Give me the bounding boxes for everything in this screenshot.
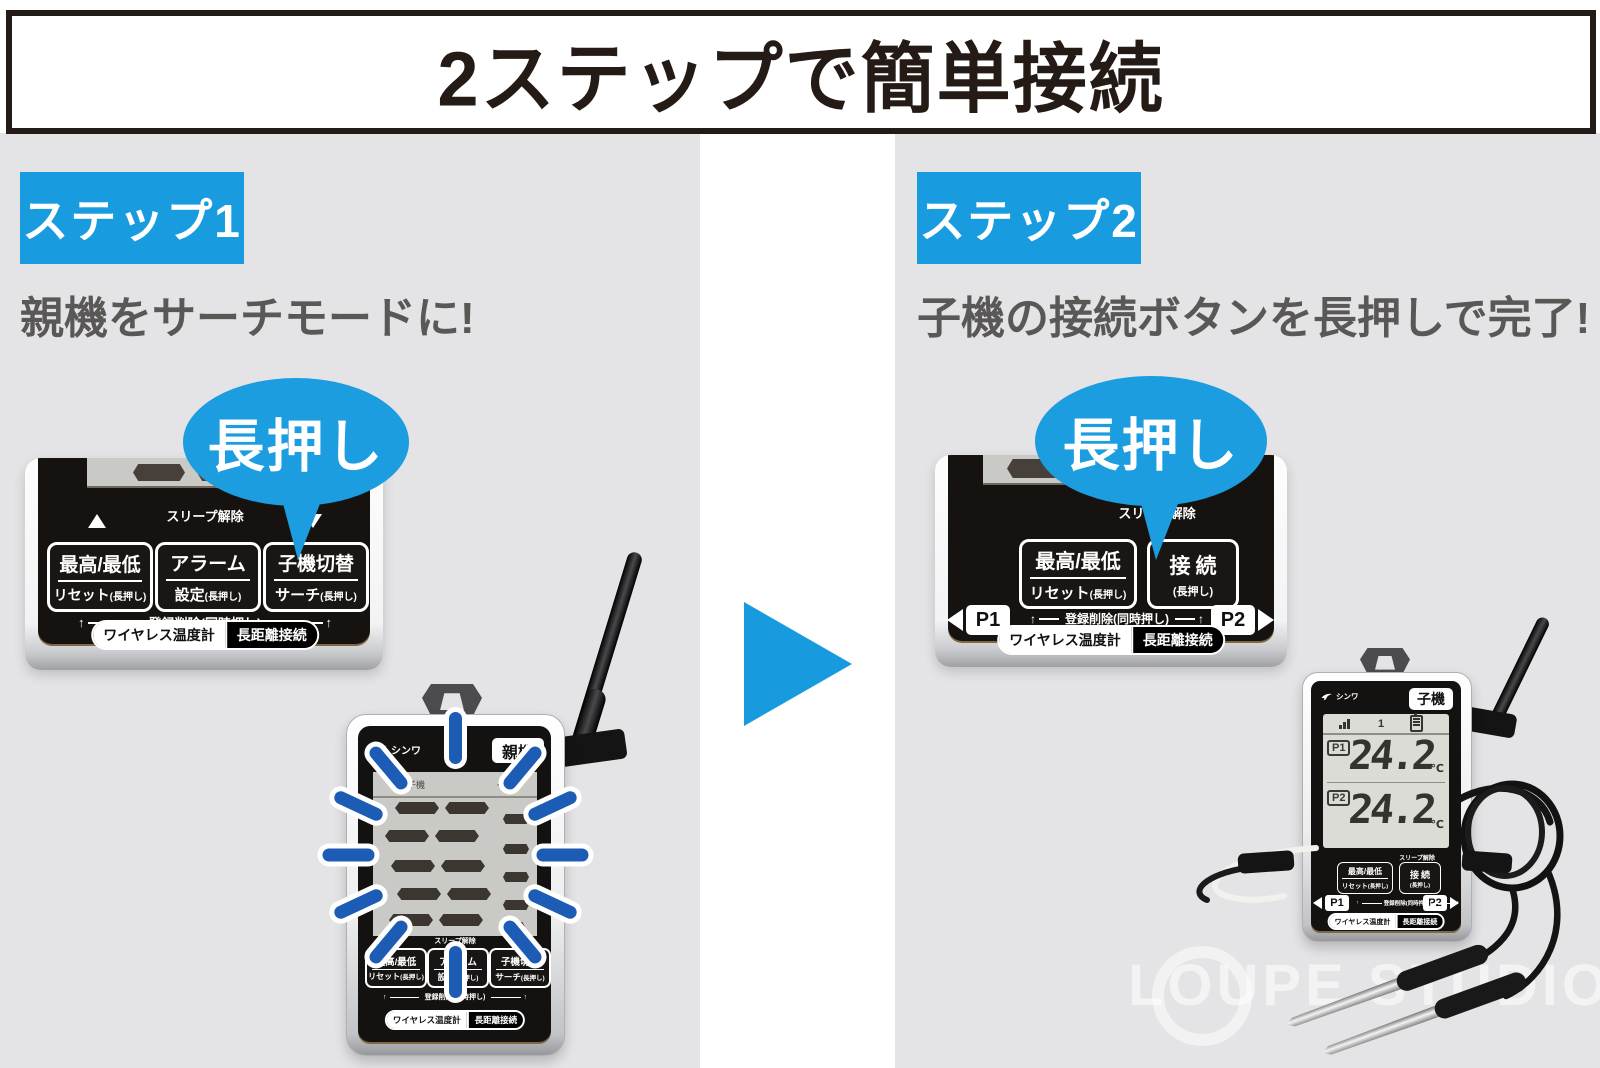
step2-heading: 子機の接続ボタンを長押しで完了! (917, 294, 1591, 343)
delete-note: ↑ 登録削除(同時押し) ↑ (1356, 900, 1460, 907)
step2-badge: ステップ2 (917, 172, 1141, 264)
button-sublabel: 設定 (174, 587, 205, 604)
button-suffix: (長押し) (204, 592, 242, 603)
brand-name: シンワ (1336, 692, 1359, 701)
p1-direction-tag: P1 (1313, 895, 1349, 911)
button-sublabel: サーチ (275, 587, 321, 604)
button-sublabel: リセット (53, 586, 110, 603)
max-min-button: 最高/最低 リセット(長押し) (1337, 862, 1393, 894)
button-suffix: (長押し) (109, 591, 147, 603)
button-suffix: (長押し) (320, 592, 357, 603)
p1-unit: ℃ (1430, 763, 1444, 775)
press-hold-label: 長押し (1062, 414, 1240, 478)
flash-ray-icon (448, 712, 462, 764)
sleep-release-label: スリープ解除 (434, 938, 476, 945)
shinwa-bird-icon (1321, 693, 1332, 700)
child-device-photo: シンワ 子機 1 P1 24.2 ℃ P2 24.2 ℃ スリープ解除 最高/最… (1302, 648, 1472, 942)
lcd-screen: 1 P1 24.2 ℃ P2 24.2 ℃ (1323, 713, 1449, 848)
right-arrow-icon (1450, 897, 1459, 909)
p1-label: P1 (966, 605, 1010, 635)
product-name-pill: ワイヤレス温度計 長距離接続 (1327, 913, 1445, 930)
left-arrow-icon (947, 609, 963, 631)
press-hold-bubble: 長押し (183, 378, 409, 560)
page-title: 2ステップで簡単接続 (437, 35, 1165, 122)
connect-button: 接続 (長押し) (1147, 539, 1239, 609)
p1-direction-tag: P1 (947, 605, 1010, 635)
max-min-button: 最高/最低 リセット(長押し) (1019, 539, 1137, 609)
hanging-hook (1360, 648, 1410, 675)
hanging-hook (422, 684, 482, 717)
delete-note: ↑ 登録削除(同時押し) ↑ (1030, 611, 1204, 627)
child-unit-badge: 子機 (1409, 688, 1453, 710)
lcd-status-row: 1 (1323, 713, 1449, 735)
bubble-tail (1139, 495, 1181, 560)
brand-name: シンワ (391, 746, 421, 757)
lcd-screen: 子機 ◀)) (373, 772, 537, 936)
product-name: ワイヤレス温度計 (93, 622, 225, 648)
up-triangle-icon (88, 514, 106, 528)
sleep-release-label: スリープ解除 (166, 509, 244, 524)
device-face: シンワ 子機 1 P1 24.2 ℃ P2 24.2 ℃ スリープ解除 最高/最… (1311, 681, 1461, 931)
flash-ray-icon (536, 848, 588, 862)
lcd-header-label: 子機 (407, 779, 426, 790)
lcd-segment (133, 464, 185, 481)
p2-cable-plug (1461, 850, 1513, 874)
product-name-pill: ワイヤレス温度計 長距離接続 (384, 1010, 526, 1030)
product-name-pill: ワイヤレス温度計 長距離接続 (91, 620, 319, 650)
step2-badge-label: ステップ2 (919, 195, 1139, 247)
next-step-arrow-icon (744, 602, 852, 726)
left-arrow-icon (1313, 897, 1322, 909)
p1-temperature: 24.2 (1346, 733, 1436, 779)
product-feature: 長距離接続 (224, 622, 317, 648)
max-min-button: 最高/最低 リセット(長押し) (365, 948, 427, 988)
press-hold-label: 長押し (207, 415, 385, 479)
battery-icon (1410, 713, 1424, 732)
signal-strength-icon (1339, 718, 1350, 729)
step1-badge: ステップ1 (20, 172, 244, 264)
connect-button: 接続 (長押し) (1399, 862, 1441, 894)
channel-indicator: 1 (1378, 717, 1385, 730)
product-name-pill: ワイヤレス温度計 長距離接続 (997, 625, 1225, 655)
step1-heading: 親機をサーチモードに! (20, 294, 475, 343)
p1-cable-plug (1237, 850, 1295, 874)
sleep-release-label: スリープ解除 (1399, 856, 1435, 862)
p2-unit: ℃ (1430, 819, 1444, 831)
child-switch-search-button: 子機切替 サーチ(長押し) (489, 948, 551, 988)
lcd-divider (1327, 782, 1445, 783)
button-label: 最高/最低 (59, 554, 141, 576)
alarm-set-button: アラーム 設定(長押し) (155, 542, 261, 612)
title-banner: 2ステップで簡単接続 (6, 10, 1596, 134)
max-min-button: 最高/最低 リセット(長押し) (47, 542, 153, 612)
brand-logo: シンワ (1321, 691, 1359, 702)
p2-temperature: 24.2 (1346, 787, 1436, 833)
child-switch-search-button: 子機切替 サーチ(長押し) (263, 542, 369, 612)
step1-badge-label: ステップ1 (22, 195, 242, 247)
p1-channel-label: P1 (1327, 738, 1351, 756)
p2-channel-label: P2 (1327, 788, 1351, 806)
press-hold-bubble: 長押し (1035, 376, 1267, 560)
button-label: アラーム (170, 554, 246, 575)
flash-ray-icon (322, 848, 374, 862)
right-arrow-icon (1258, 609, 1274, 631)
bubble-tail (281, 495, 323, 560)
flash-ray-icon (448, 946, 462, 998)
